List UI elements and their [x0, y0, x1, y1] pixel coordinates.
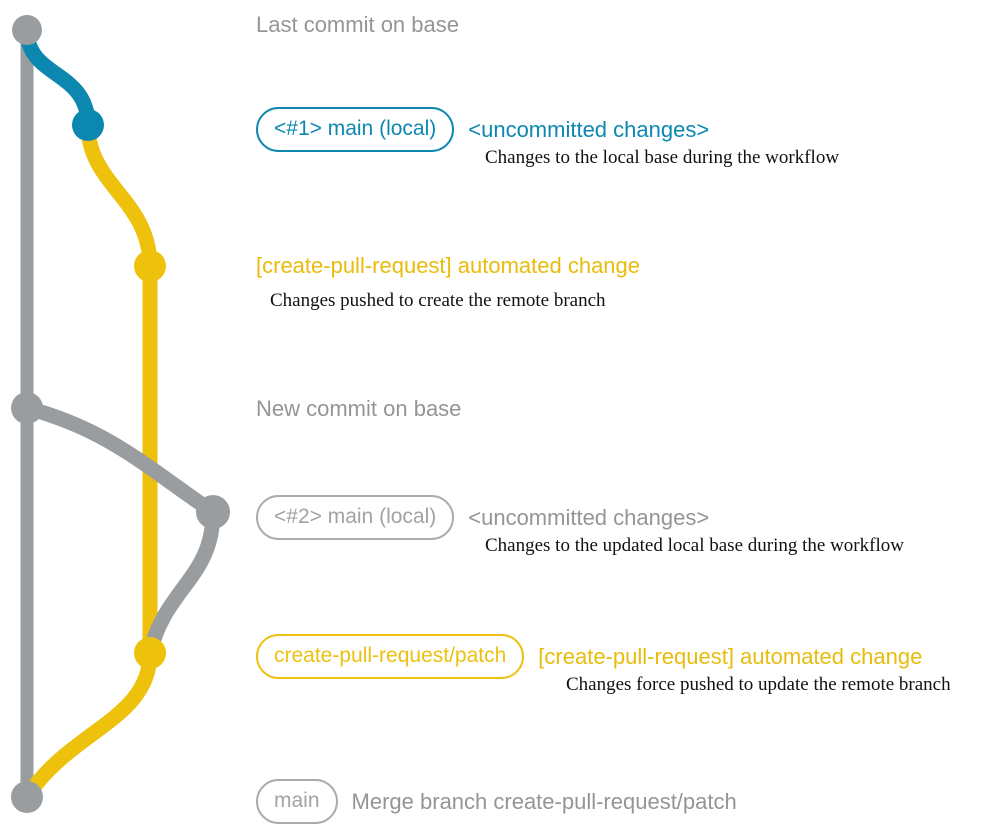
commit-node-automated-change-2[interactable] [134, 637, 166, 669]
row-last-commit-on-base: Last commit on base [256, 14, 459, 36]
edge-patch-2-to-merge [19, 645, 158, 805]
row-subtext-local-commit-1: Changes to the local base during the wor… [485, 147, 840, 168]
row-local-commit-2: <#2> main (local) <uncommitted changes> [256, 495, 709, 540]
edge-local-1-to-patch-1 [80, 117, 158, 274]
row-headline-local-commit-1: <uncommitted changes> [468, 116, 710, 142]
row-automated-change-2: create-pull-request/patch [create-pull-r… [256, 634, 922, 679]
row-subtext-local-commit-2: Changes to the updated local base during… [485, 535, 904, 556]
edge-base-to-local-2 [19, 400, 221, 520]
row-subtext-automated-change-1: Changes pushed to create the remote bran… [270, 290, 606, 311]
commit-node-local-1[interactable] [72, 109, 104, 141]
commit-graph [11, 15, 230, 813]
commit-node-last-on-base[interactable] [12, 15, 42, 45]
row-headline-automated-change-1: [create-pull-request] automated change [256, 253, 641, 278]
commit-node-merge[interactable] [11, 781, 43, 813]
row-headline-local-commit-2: <uncommitted changes> [468, 504, 710, 530]
commit-node-new-on-base[interactable] [11, 392, 43, 424]
row-automated-change-1: [create-pull-request] automated change [256, 255, 640, 277]
row-subtext-automated-change-2: Changes force pushed to update the remot… [566, 674, 951, 695]
commit-node-automated-change-1[interactable] [134, 250, 166, 282]
row-headline-automated-change-2: [create-pull-request] automated change [538, 643, 923, 669]
row-local-commit-1: <#1> main (local) <uncommitted changes> [256, 107, 709, 152]
branch-pill-create-pull-request-patch[interactable]: create-pull-request/patch [256, 634, 525, 679]
branch-pill-main[interactable]: main [256, 779, 338, 824]
row-headline-new-commit-on-base: New commit on base [256, 396, 462, 421]
edge-base-to-local-1 [19, 22, 96, 133]
branch-pill-main-local-1[interactable]: <#1> main (local) [256, 107, 455, 152]
row-new-commit-on-base: New commit on base [256, 398, 461, 420]
branch-pill-main-local-2[interactable]: <#2> main (local) [256, 495, 455, 540]
row-merge-commit: main Merge branch create-pull-request/pa… [256, 779, 737, 824]
row-headline-last-commit-on-base: Last commit on base [256, 12, 459, 37]
edge-local-2-to-patch-2 [142, 504, 221, 661]
row-headline-merge-commit: Merge branch create-pull-request/patch [351, 788, 737, 814]
commit-node-local-2[interactable] [196, 495, 230, 529]
